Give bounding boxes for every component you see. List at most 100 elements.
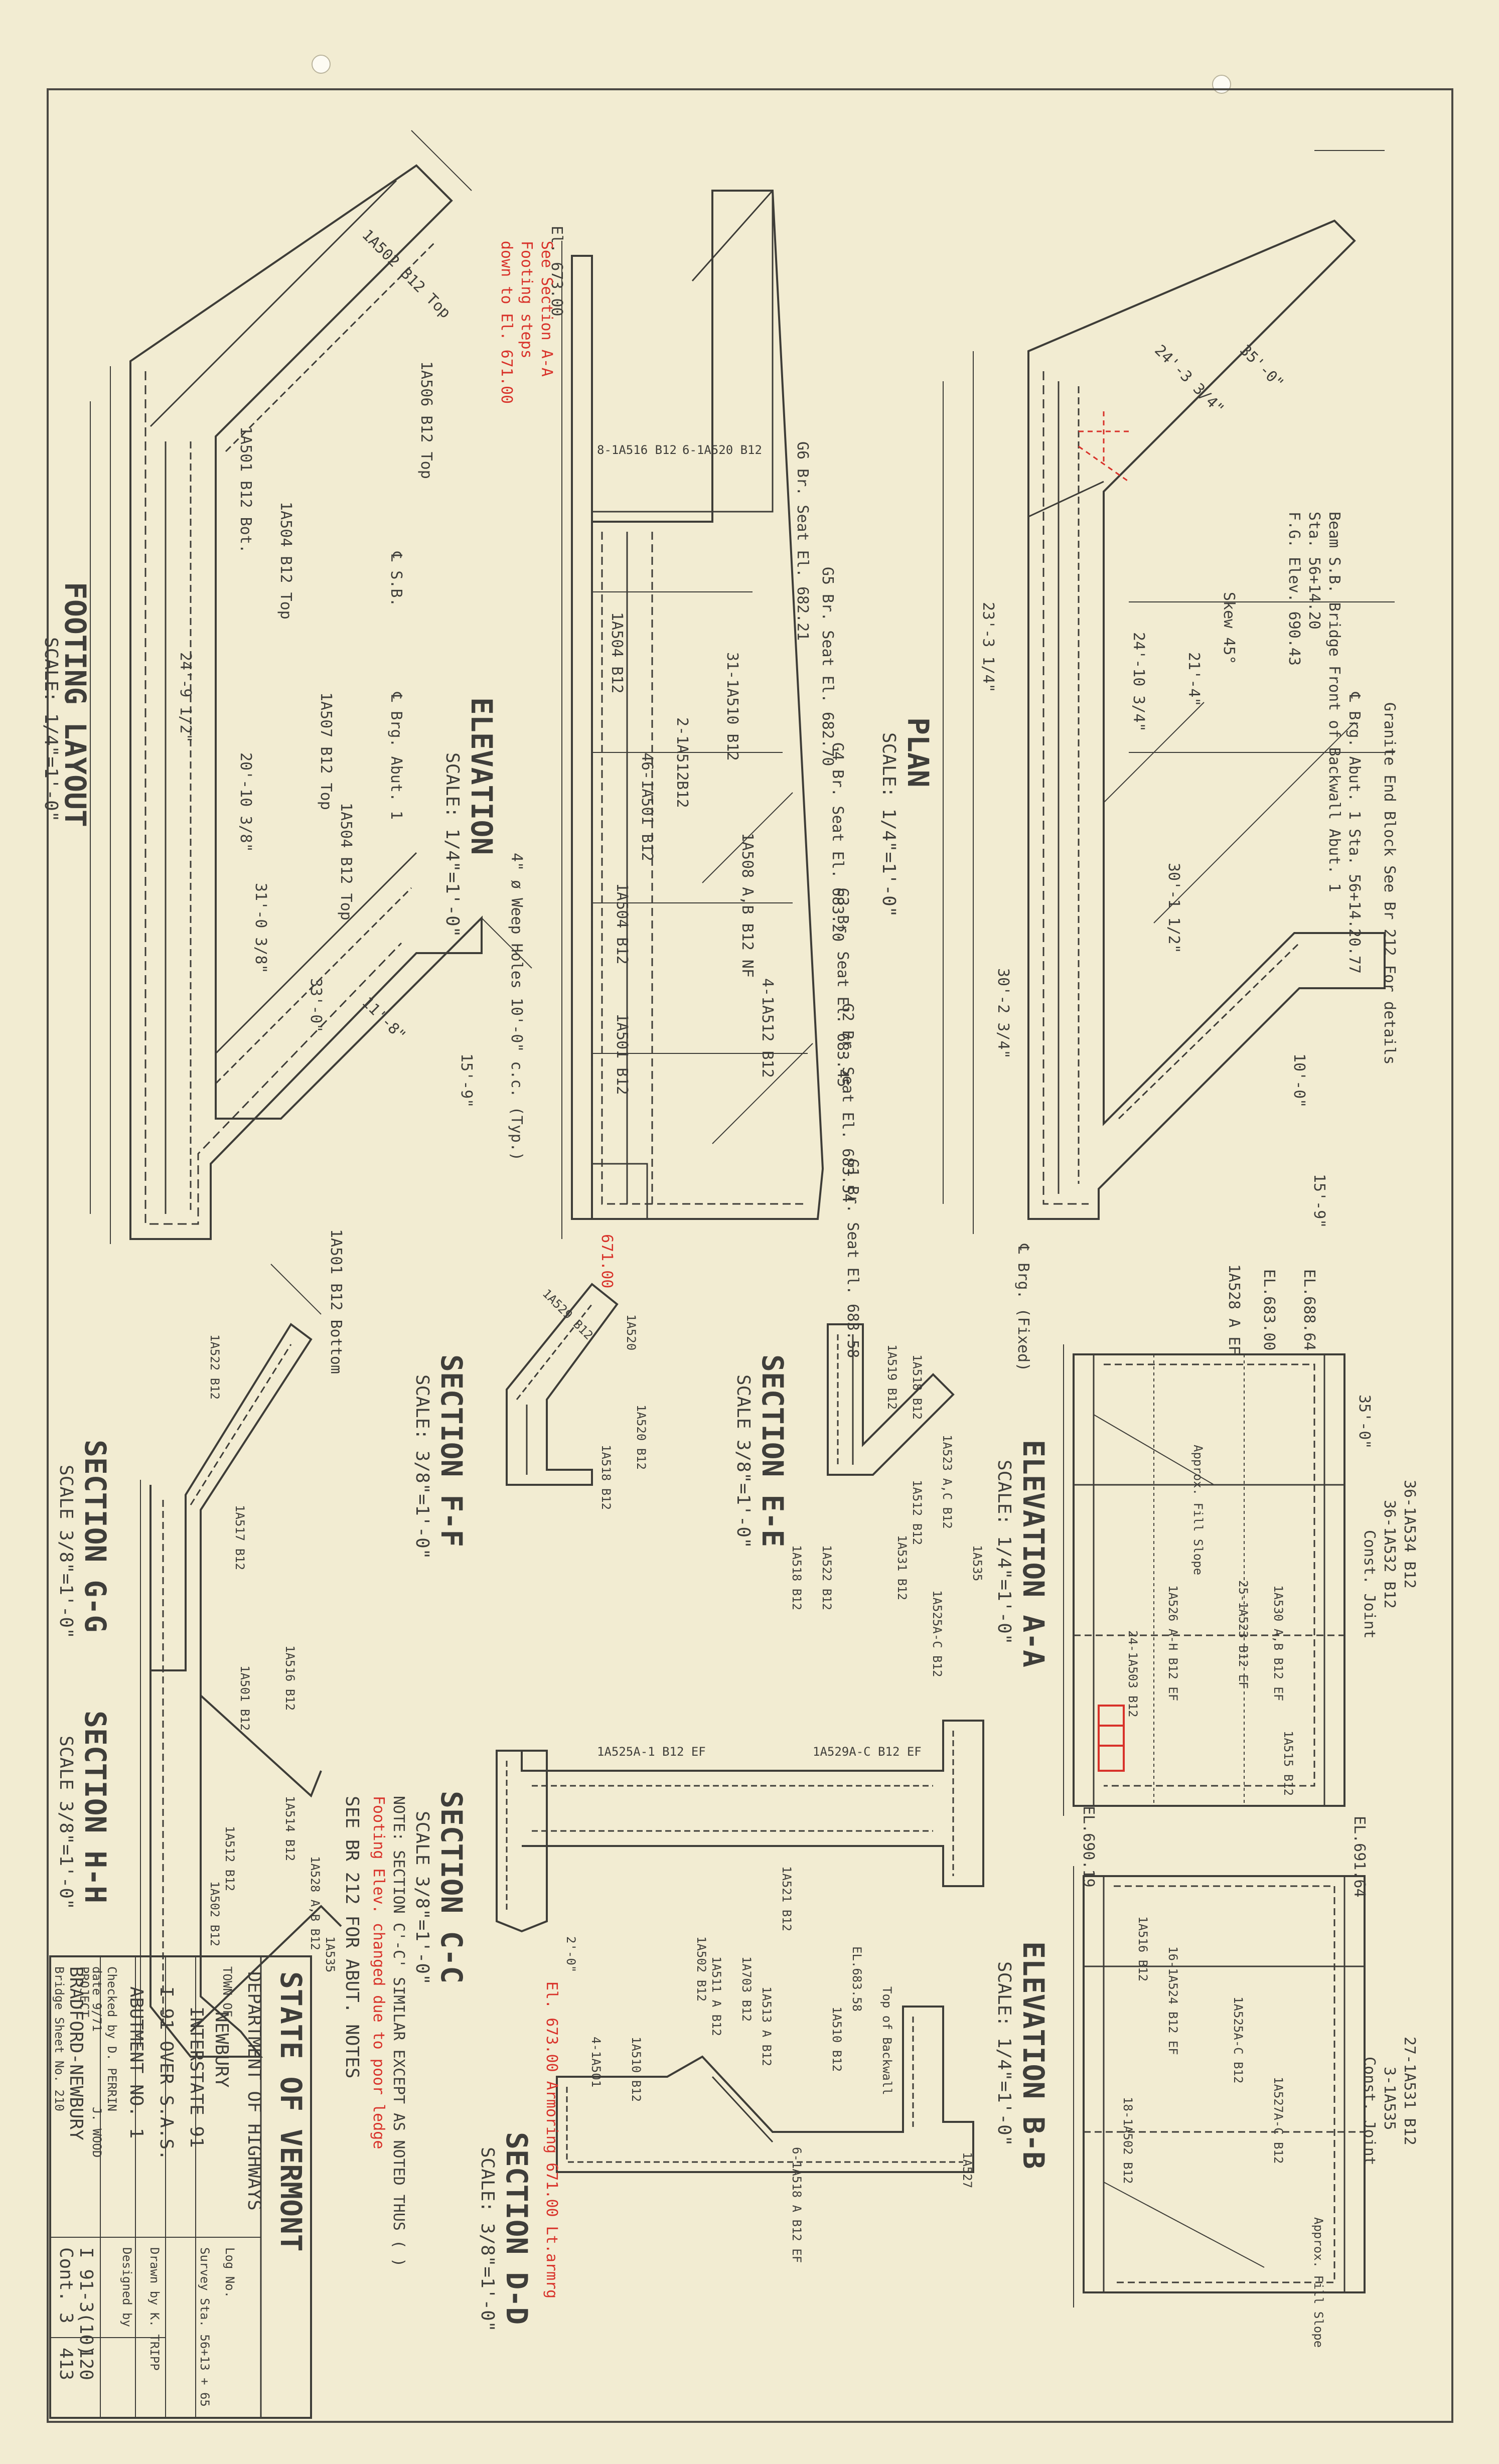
footing-elev-changed-note: Footing Elev. changed due to poor ledge: [370, 1796, 387, 2149]
svg-text:1A528 A EF: 1A528 A EF: [1225, 1264, 1243, 1355]
svg-text:See Section A-A: See Section A-A: [538, 241, 555, 377]
svg-text:4-1A512 B12: 4-1A512 B12: [759, 978, 776, 1078]
svg-text:down to El. 671.00: down to El. 671.00: [498, 241, 515, 404]
svg-text:1A522 B12: 1A522 B12: [820, 1545, 834, 1610]
plan-view: [943, 150, 1395, 1234]
plan-scale: SCALE: 1/4"=1'-0": [878, 732, 899, 917]
elevation-aa-labels: EL.688.64 EL.683.00 1A528 A EF 36-1A534 …: [1080, 1264, 1418, 1888]
svg-text:15'-9": 15'-9": [458, 1053, 475, 1108]
section-gg-title: SECTION G-G: [78, 1440, 112, 1632]
svg-text:10'-0": 10'-0": [1290, 1053, 1308, 1108]
svg-text:1A506 B12 Top: 1A506 B12 Top: [417, 361, 435, 479]
title-department: DEPARTMENT OF HIGHWAYS: [244, 1971, 264, 2211]
svg-text:1A501 B12: 1A501 B12: [613, 1013, 631, 1095]
section-hh-title: SECTION H-H: [78, 1711, 112, 1903]
svg-text:1A504 B12: 1A504 B12: [608, 612, 626, 694]
svg-text:1A512 B12: 1A512 B12: [223, 1826, 237, 1891]
svg-text:1A525A-1 B12 EF: 1A525A-1 B12 EF: [597, 1745, 706, 1759]
svg-text:1A501 B12 Bot.: 1A501 B12 Bot.: [237, 426, 254, 553]
title-state: STATE OF VERMONT: [274, 1971, 308, 2252]
elevation-scale: SCALE: 1/4"=1'-0": [442, 752, 463, 937]
elevation-aa-title: ELEVATION A-A: [1016, 1440, 1051, 1667]
svg-text:1A528 A,B B12: 1A528 A,B B12: [308, 1856, 322, 1950]
plan-title: PLAN: [901, 717, 935, 788]
section-ee-scale: SCALE 3/8"=1'-0": [733, 1374, 754, 1549]
svg-text:Approx. Fill Slope: Approx. Fill Slope: [1311, 2217, 1325, 2348]
svg-text:30'-1 1/2": 30'-1 1/2": [1165, 863, 1182, 954]
section-ee-view: [827, 1323, 955, 1476]
elevation-bb-view: [1073, 1866, 1366, 2307]
punch-hole-right: [1212, 75, 1231, 94]
elevation-bb-scale: SCALE: 1/4"=1'-0": [994, 1961, 1014, 2146]
svg-text:1A520 B12: 1A520 B12: [634, 1405, 648, 1470]
svg-text:Const. Joint: Const. Joint: [1361, 1530, 1378, 1639]
elevation-labels: El. 673.00 G6 Br. Seat El. 682.21 G5 Br.…: [508, 226, 861, 1358]
g5-label: G5 Br. Seat El. 682.70: [819, 567, 836, 766]
svg-text:1A525A-C B12: 1A525A-C B12: [930, 1590, 944, 1677]
svg-text:1A518 B12: 1A518 B12: [790, 1545, 804, 1610]
svg-text:1A523 A,C B12: 1A523 A,C B12: [940, 1435, 954, 1529]
elevation-aa-red-mark: [1098, 1705, 1125, 1772]
el-671-red: 671.00: [598, 1234, 616, 1288]
beam-sb-note: Beam S.B. Bridge Front of Backwall Abut.…: [1325, 512, 1343, 892]
section-ee-labels: 1A519 B12 1A518 B12 1A523 A,C B12 1A512 …: [885, 1344, 954, 1545]
title-checked-by: Checked by D. PERRIN: [105, 1966, 119, 2111]
plan-labels: Beam S.B. Bridge Front of Backwall Abut.…: [979, 342, 1398, 1371]
svg-text:1A518 B12: 1A518 B12: [910, 1354, 924, 1420]
svg-text:1A515 B12: 1A515 B12: [1281, 1731, 1295, 1796]
svg-text:Top of Backwall: Top of Backwall: [880, 1986, 894, 2095]
svg-text:23'-3 1/4": 23'-3 1/4": [979, 602, 997, 693]
elevation-aa-view: [1063, 1344, 1345, 1816]
svg-text:35'-0": 35'-0": [1356, 1395, 1373, 1449]
section-hh-scale: SCALE 3/8"=1'-0": [56, 1736, 76, 1910]
svg-text:1A514 B12: 1A514 B12: [283, 1796, 297, 1861]
granite-end-block-note: Granite End Block See Br 212 For details: [1381, 702, 1398, 1064]
svg-text:Approx. Fill Slope: Approx. Fill Slope: [1191, 1445, 1205, 1575]
title-designed: Designed by: [120, 2247, 134, 2327]
svg-text:1A512 B12: 1A512 B12: [910, 1480, 924, 1545]
el-691-64: EL.691.64: [1351, 1816, 1368, 1898]
el-673-red: El. 673.00 Armoring 671.00 Lt.armrg: [543, 1981, 560, 2298]
svg-text:Const. Joint: Const. Joint: [1361, 2057, 1378, 2166]
svg-text:20'-10 3/8": 20'-10 3/8": [237, 752, 254, 852]
svg-text:27-1A531 B12: 27-1A531 B12: [1401, 2037, 1418, 2145]
svg-text:4-1A501: 4-1A501: [589, 2037, 603, 2087]
title-sheet-no: 120: [76, 2348, 96, 2380]
section-cc-title: SECTION C-C: [434, 1791, 469, 1983]
section-dd-scale: SCALE: 3/8"=1'-0": [477, 2147, 498, 2332]
svg-text:1A504 B12 Top: 1A504 B12 Top: [277, 502, 294, 620]
footing-layout-view: [90, 130, 532, 1315]
elevation-title: ELEVATION: [465, 697, 499, 855]
section-cc-labels: 1A525A-1 B12 EF 1A529A-C B12 EF 1A521 B1…: [564, 1535, 984, 2022]
svg-text:℄ Brg. (Fixed): ℄ Brg. (Fixed): [1014, 1244, 1032, 1371]
svg-text:1A527A-C B12: 1A527A-C B12: [1271, 2077, 1285, 2164]
fg-elev-label: F.G. Elev. 690.43: [1285, 512, 1303, 666]
svg-text:33'-0": 33'-0": [307, 978, 325, 1032]
title-project-label: PROJECT: [77, 1966, 91, 2017]
brg-abut-label: ℄ Brg. Abut. 1 Sta. 56+14.20.77: [1345, 692, 1363, 974]
svg-text:2-1A512B12: 2-1A512B12: [673, 717, 691, 808]
svg-text:36-1A532 B12: 36-1A532 B12: [1381, 1500, 1398, 1609]
svg-text:8-1A516 B12: 8-1A516 B12: [597, 443, 677, 457]
section-ff-view: [506, 1283, 619, 1486]
title-log-no: Log No.: [223, 2247, 237, 2298]
title-drawn-by: Drawn by K. TRIPP: [147, 2247, 162, 2371]
svg-text:1A520: 1A520: [624, 1314, 638, 1350]
elevation-bb-title: ELEVATION B-B: [1016, 1941, 1051, 2169]
svg-text:1A522 B12: 1A522 B12: [208, 1334, 222, 1400]
svg-text:1A508 A,B B12 NF: 1A508 A,B B12 NF: [738, 833, 756, 978]
g6-label: G6 Br. Seat El. 682.21: [794, 441, 811, 641]
svg-text:EL.683.58: EL.683.58: [850, 1946, 864, 2012]
svg-text:℄ Brg. Abut. 1: ℄ Brg. Abut. 1: [387, 692, 405, 820]
section-dd-view: [556, 2006, 974, 2173]
section-cc-view: [496, 1720, 984, 1933]
svg-text:1A510 B12: 1A510 B12: [830, 2007, 844, 2072]
section-ff-scale: SCALE: 3/8"=1'-0": [412, 1374, 432, 1559]
title-town-label: TOWN OF: [220, 1966, 234, 2017]
footing-layout-title: FOOTING LAYOUT: [58, 582, 92, 827]
punch-hole-left: [312, 55, 331, 74]
g3-label: G3 Br. Seat El. 683.45: [834, 888, 851, 1087]
see-section-red-note: See Section A-A Footing steps down to El…: [498, 241, 555, 404]
g4-label: G4 Br. Seat El. 683.20: [829, 742, 846, 942]
svg-text:3-1A535: 3-1A535: [1381, 2067, 1398, 2130]
